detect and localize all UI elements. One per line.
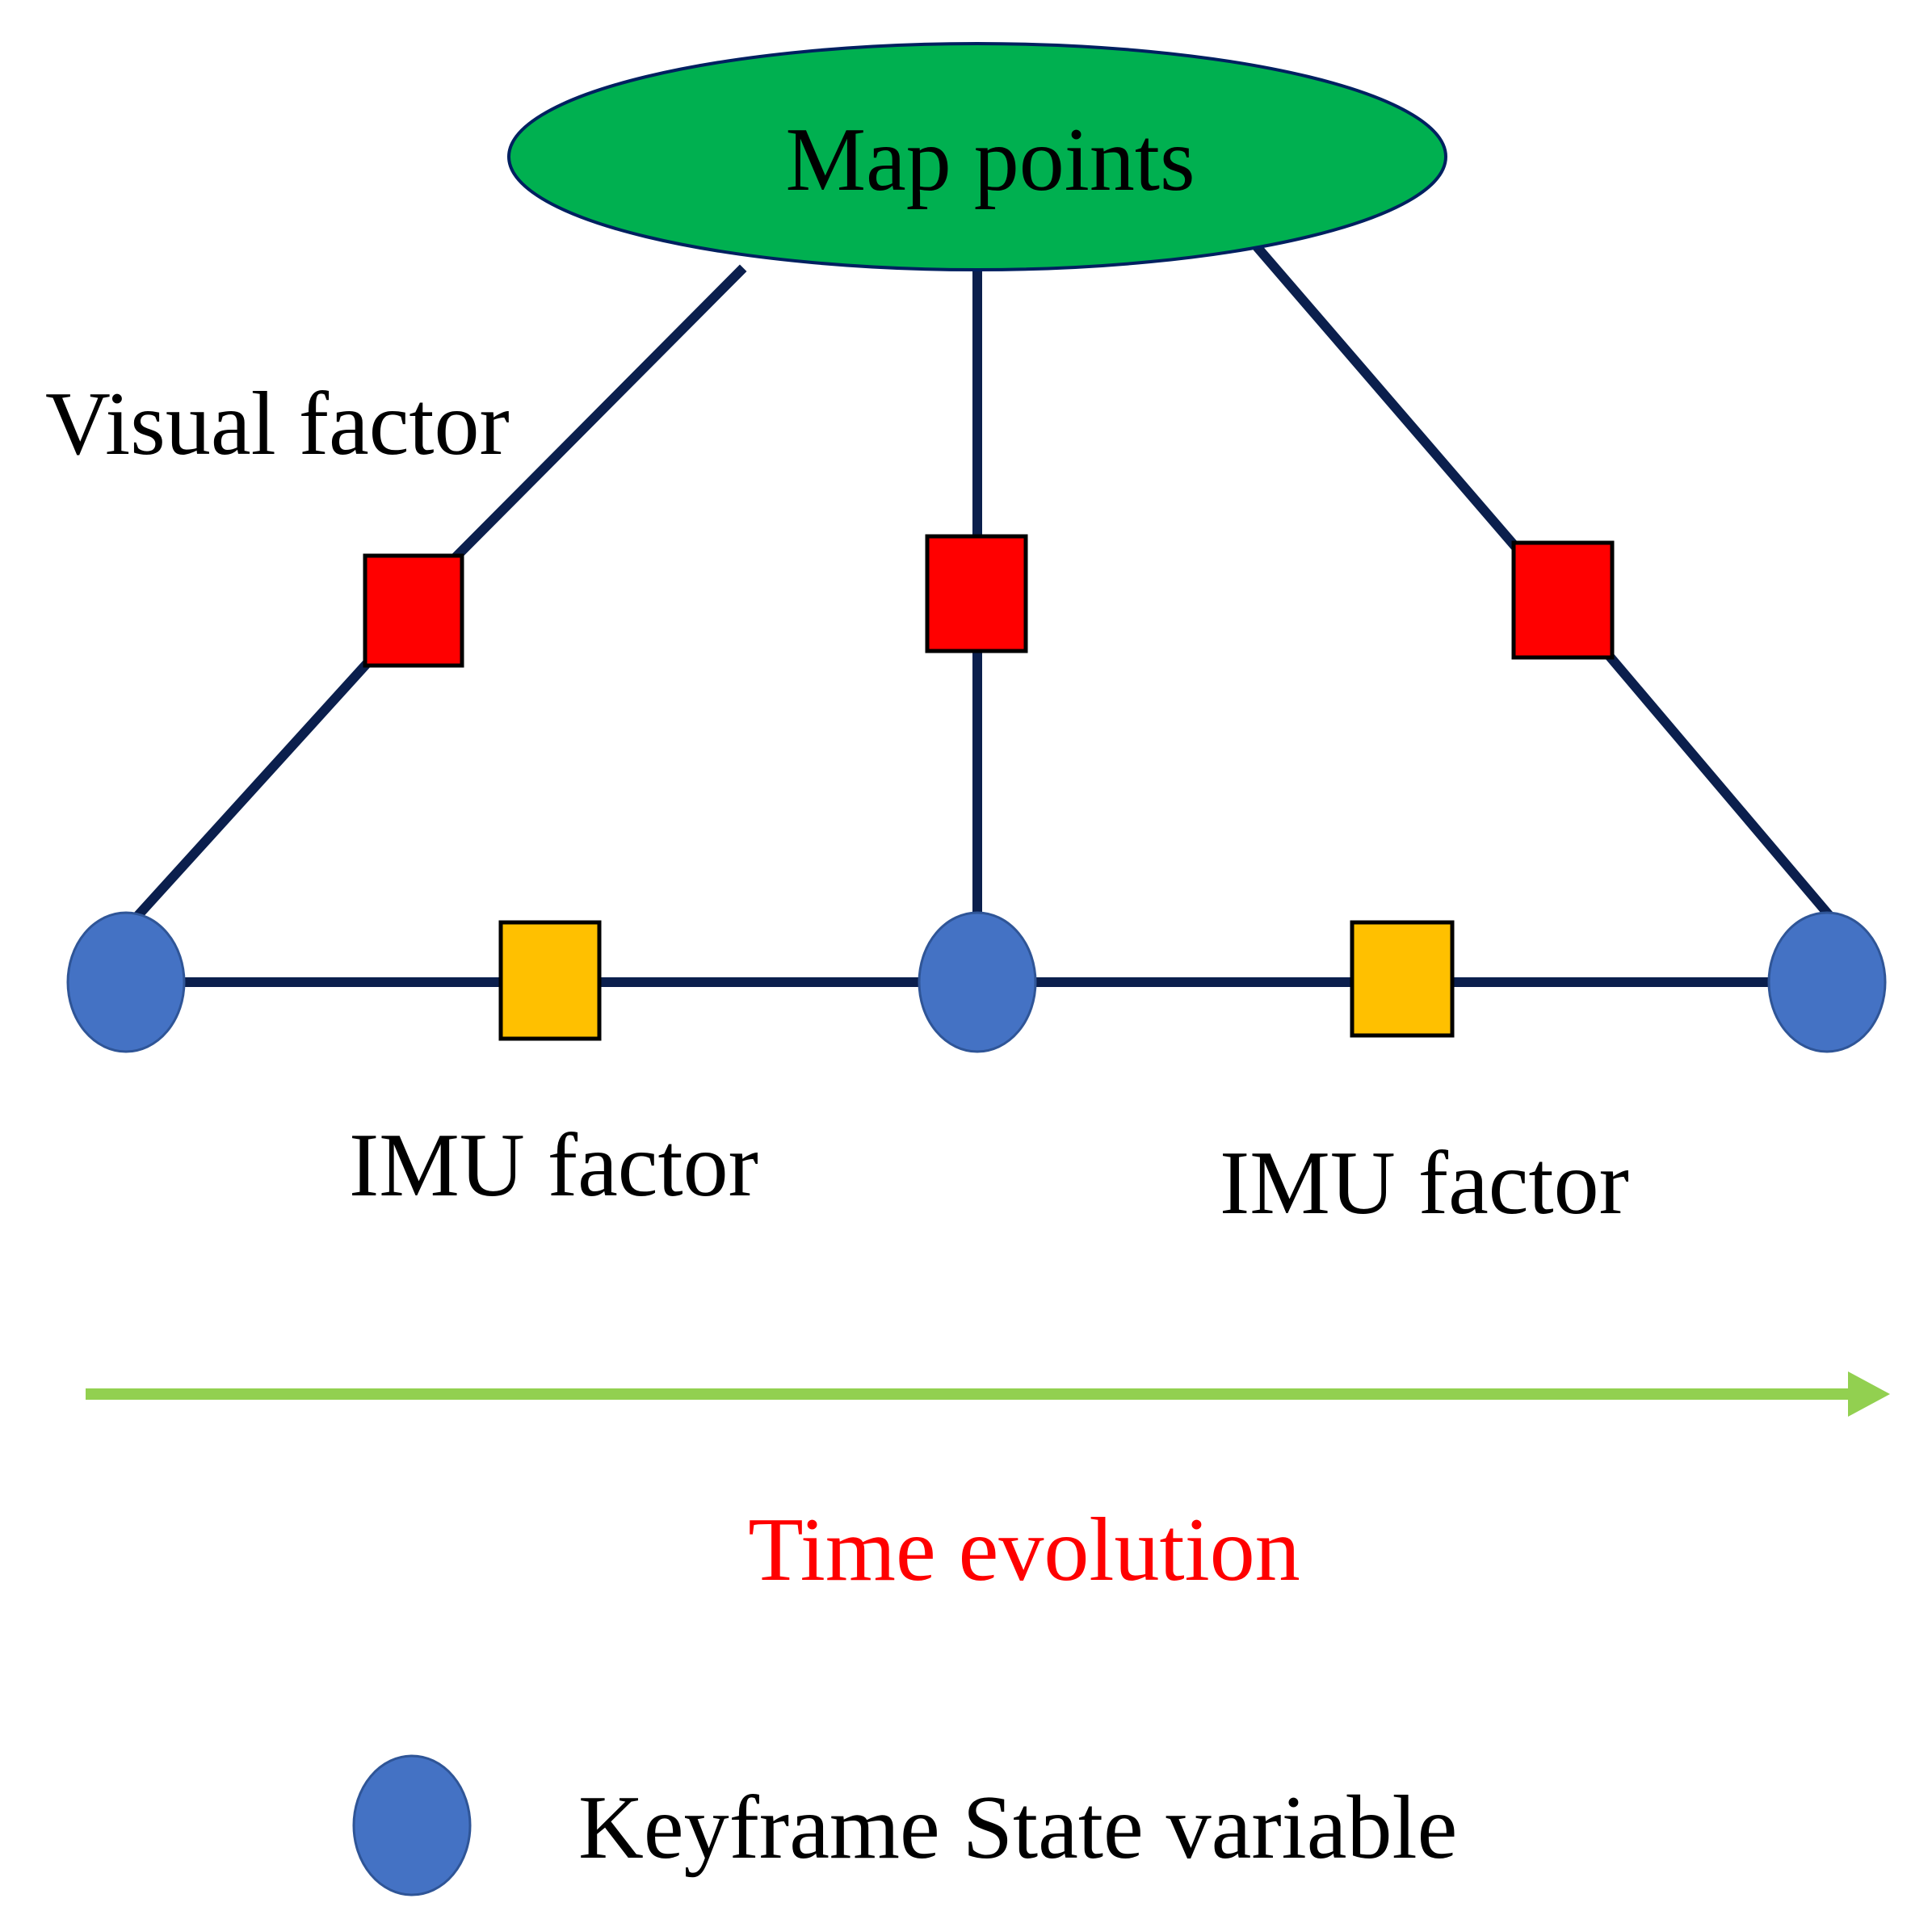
legend-keyframe-icon bbox=[352, 1754, 472, 1896]
keyframe-state-right bbox=[1767, 911, 1887, 1053]
time-evolution-label: Time evolution bbox=[748, 1500, 1300, 1600]
visual-factor-center bbox=[925, 534, 1028, 653]
keyframe-states bbox=[66, 911, 1887, 1053]
edge-map-left-upper bbox=[450, 264, 747, 563]
keyframe-state-center bbox=[918, 911, 1037, 1053]
imu-factor-right bbox=[1350, 920, 1455, 1038]
keyframe-state-left bbox=[66, 911, 186, 1053]
legend: Keyframe State variable bbox=[352, 1754, 1457, 1896]
imu-factor-left bbox=[498, 920, 602, 1041]
visual-factor-label: Visual factor bbox=[45, 374, 510, 474]
map-points-node: Map points bbox=[507, 42, 1447, 271]
edge-map-right-lower bbox=[1603, 650, 1834, 920]
imu-factor-left-label: IMU factor bbox=[349, 1115, 758, 1216]
map-points-label: Map points bbox=[785, 110, 1195, 210]
imu-factors bbox=[498, 920, 1455, 1041]
visual-factors bbox=[363, 534, 1615, 668]
time-arrow-head bbox=[1848, 1371, 1890, 1417]
edge-map-left-lower bbox=[133, 658, 372, 920]
visual-factor-left bbox=[363, 553, 464, 668]
map-points-ellipse bbox=[507, 42, 1447, 271]
legend-keyframe-label: Keyframe State variable bbox=[578, 1778, 1457, 1878]
imu-factor-right-label: IMU factor bbox=[1220, 1133, 1629, 1233]
edge-map-right-upper bbox=[1253, 243, 1519, 550]
edges bbox=[133, 243, 1834, 987]
time-evolution-arrow bbox=[86, 1371, 1890, 1417]
visual-factor-right bbox=[1511, 540, 1615, 660]
